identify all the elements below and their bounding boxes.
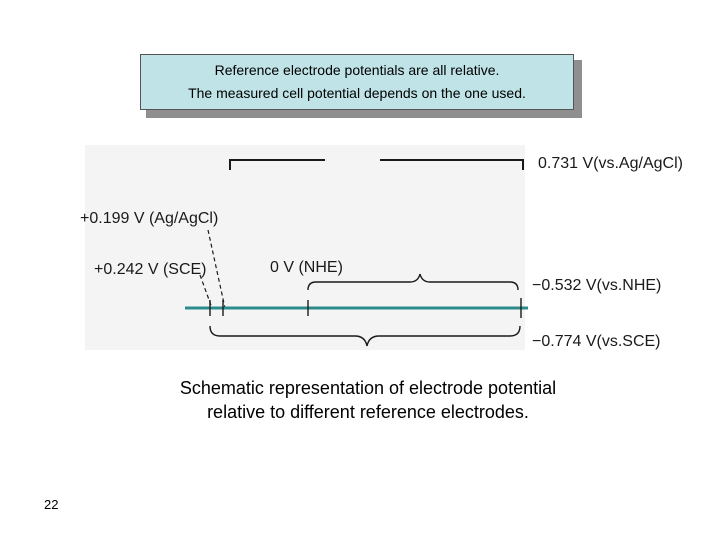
agcl-leader-line xyxy=(207,229,226,309)
diagram-panel xyxy=(85,145,525,350)
agcl-span-bracket xyxy=(229,159,524,170)
callout-line-2: The measured cell potential depends on t… xyxy=(188,85,526,101)
page-number: 22 xyxy=(44,497,59,512)
callout-box: Reference electrode potentials are all r… xyxy=(140,54,574,110)
caption-line-1: Schematic representation of electrode po… xyxy=(179,378,557,398)
agcl-ref-label: +0.199 V (Ag/AgCl) xyxy=(80,210,218,227)
potential-diagram-svg: 0.731 V(vs.Ag/AgCl) +0.199 V (Ag/AgCl) +… xyxy=(80,145,683,350)
sce-reading-label: −0.774 V(vs.SCE) xyxy=(532,333,661,350)
potential-diagram: 0.731 V(vs.Ag/AgCl) +0.199 V (Ag/AgCl) +… xyxy=(80,140,690,355)
figure-caption: Schematic representation of electrode po… xyxy=(100,376,636,424)
nhe-reading-label: −0.532 V(vs.NHE) xyxy=(532,277,661,294)
sce-span-brace xyxy=(209,325,521,347)
callout-line-1: Reference electrode potentials are all r… xyxy=(214,62,500,78)
nhe-span-brace xyxy=(307,273,519,291)
nhe-ref-label: 0 V (NHE) xyxy=(270,259,343,276)
caption-line-2: relative to different reference electrod… xyxy=(207,402,529,422)
agcl-reading-label: 0.731 V(vs.Ag/AgCl) xyxy=(538,155,683,172)
sce-ref-label: +0.242 V (SCE) xyxy=(94,261,207,278)
